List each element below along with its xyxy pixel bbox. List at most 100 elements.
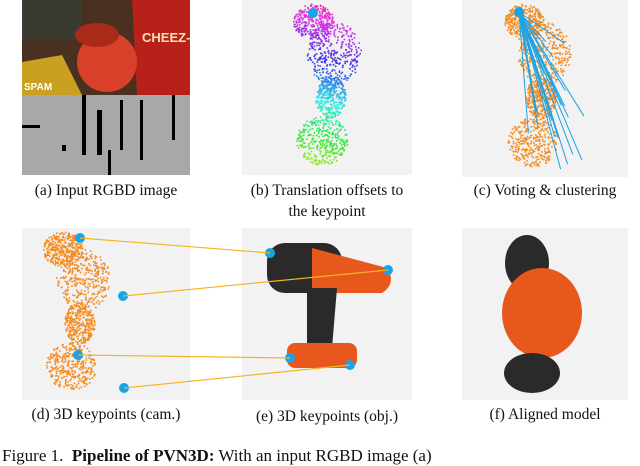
point	[321, 109, 323, 111]
point	[50, 242, 53, 244]
point	[539, 96, 542, 99]
point	[66, 321, 69, 323]
point	[84, 282, 86, 285]
point	[75, 304, 78, 307]
point	[329, 103, 332, 106]
point	[339, 128, 341, 131]
point	[531, 161, 533, 164]
point	[334, 81, 337, 84]
point	[322, 80, 324, 82]
point	[82, 323, 85, 325]
point	[559, 61, 562, 64]
point	[75, 277, 78, 280]
point	[339, 97, 342, 100]
point	[84, 331, 87, 334]
point	[315, 117, 317, 119]
point	[544, 152, 546, 155]
point	[307, 145, 310, 147]
point	[67, 372, 70, 375]
point	[54, 354, 57, 356]
point	[329, 44, 331, 47]
point	[89, 329, 91, 332]
point	[552, 64, 555, 66]
point	[313, 141, 316, 143]
point	[301, 27, 303, 30]
vote-line	[518, 11, 539, 126]
point	[70, 236, 72, 238]
point	[543, 83, 545, 86]
point	[76, 375, 79, 378]
point	[563, 46, 565, 48]
point	[528, 86, 530, 89]
point-cloud	[43, 231, 110, 390]
point	[50, 375, 52, 378]
point	[79, 311, 81, 313]
point	[89, 327, 92, 329]
point	[310, 59, 312, 61]
point	[53, 236, 56, 238]
point	[331, 60, 334, 63]
point	[543, 122, 545, 124]
point	[538, 149, 540, 152]
point	[89, 318, 91, 321]
point	[534, 148, 537, 150]
point	[518, 147, 520, 150]
point	[74, 280, 76, 283]
point	[554, 34, 557, 36]
point	[65, 264, 68, 267]
point	[542, 56, 545, 59]
point	[551, 146, 553, 148]
point	[304, 129, 307, 132]
point	[532, 120, 535, 123]
point	[317, 7, 320, 10]
point	[70, 317, 73, 320]
point	[314, 163, 317, 165]
point	[327, 76, 330, 79]
point	[325, 85, 328, 88]
point	[329, 95, 332, 98]
point	[57, 259, 60, 261]
point	[93, 284, 95, 286]
point	[344, 133, 347, 136]
point	[543, 114, 546, 117]
point	[337, 76, 339, 79]
point	[318, 130, 320, 132]
point	[57, 264, 60, 267]
point	[519, 139, 522, 142]
point	[525, 139, 527, 141]
point	[514, 31, 516, 33]
point	[329, 141, 332, 144]
point	[318, 85, 321, 88]
point	[304, 33, 307, 35]
point	[527, 106, 530, 109]
point	[324, 80, 326, 83]
point	[527, 70, 529, 73]
point	[85, 339, 88, 341]
point	[537, 112, 540, 115]
point	[544, 136, 547, 138]
point	[87, 371, 89, 374]
point	[516, 151, 519, 154]
point	[94, 262, 96, 265]
point	[518, 138, 520, 140]
point	[299, 132, 302, 134]
point	[54, 375, 57, 377]
point	[327, 126, 330, 128]
point	[52, 355, 55, 358]
point	[65, 246, 68, 248]
point	[529, 20, 531, 22]
point	[298, 24, 301, 26]
point	[87, 333, 90, 335]
point	[303, 145, 306, 148]
point	[555, 67, 557, 70]
point	[58, 239, 60, 241]
keypoint	[285, 353, 295, 363]
point	[54, 358, 57, 361]
point	[534, 112, 536, 114]
point	[51, 256, 54, 259]
point	[329, 64, 332, 66]
point	[547, 131, 549, 134]
point	[322, 87, 324, 90]
point	[346, 30, 349, 32]
point	[313, 5, 316, 8]
